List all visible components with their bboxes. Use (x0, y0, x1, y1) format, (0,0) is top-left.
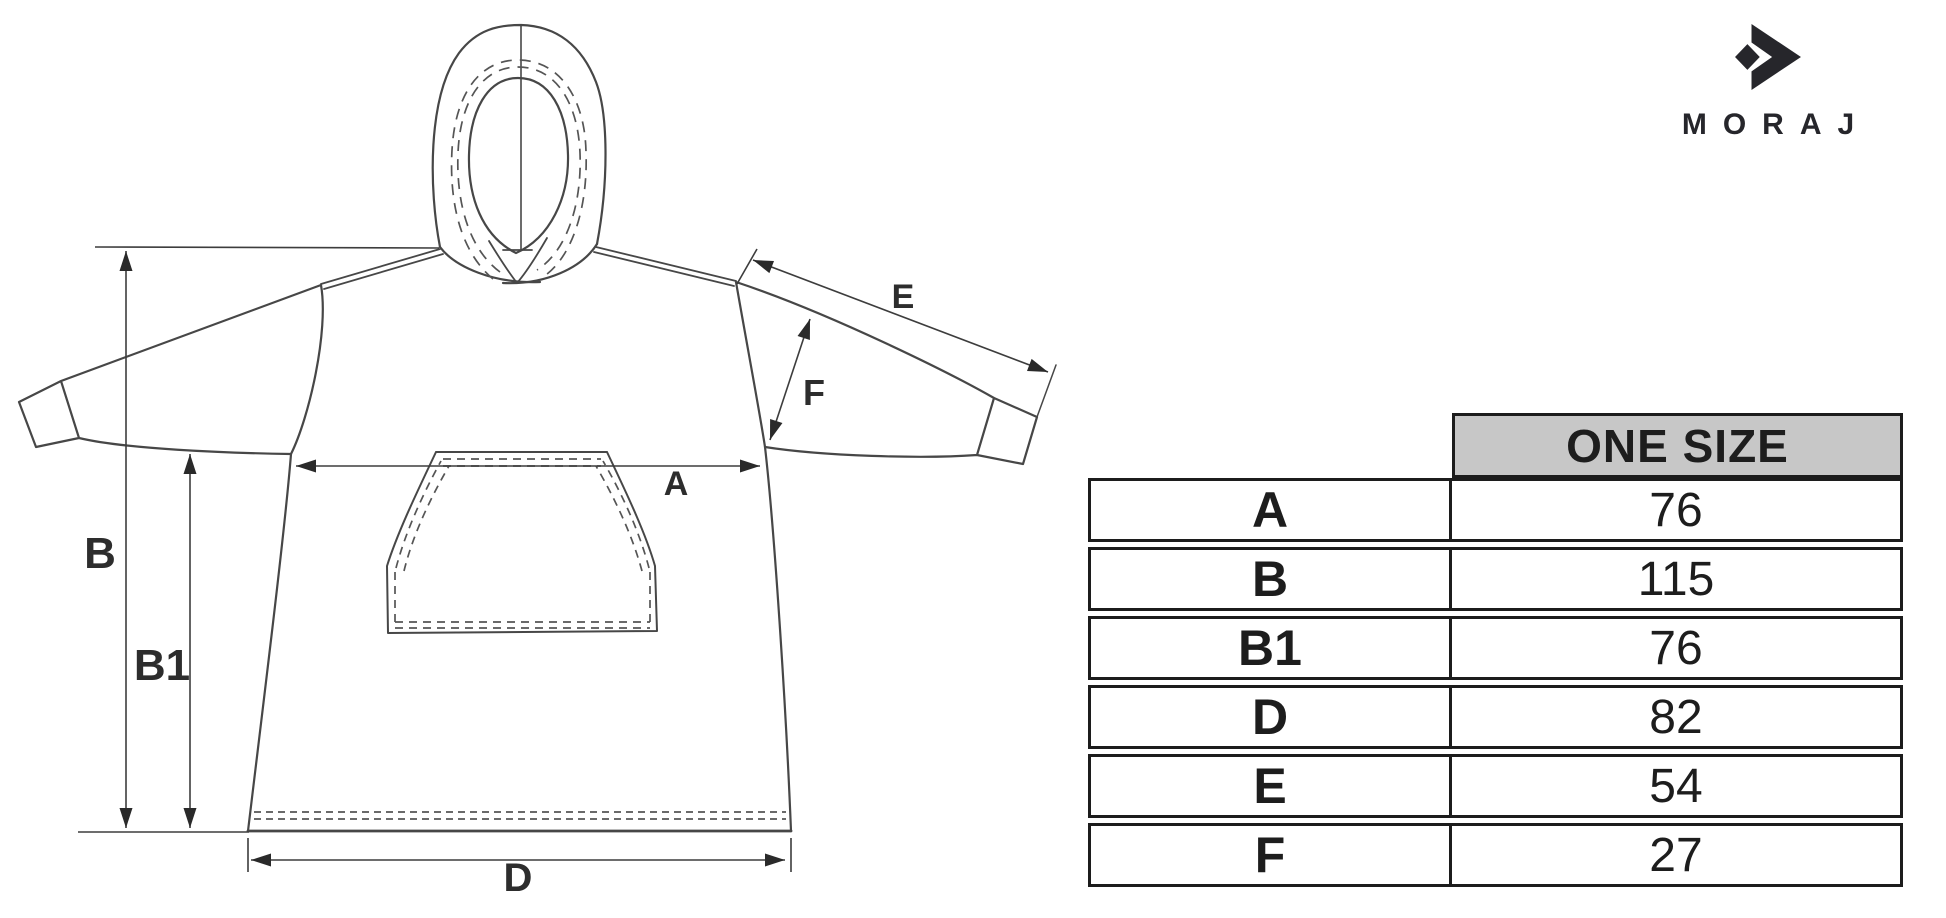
dim-line-F (769, 318, 811, 441)
row-value: 76 (1649, 483, 1703, 537)
table-row: E 54 (1088, 754, 1903, 818)
row-label: A (1091, 481, 1452, 539)
logo-diamond (1735, 44, 1760, 70)
hem-stitch (254, 811, 786, 820)
table-row: A 76 (1088, 478, 1903, 542)
hood-drawstring-stitch (450, 59, 587, 280)
reference-lines (78, 246, 792, 872)
neckline-right (501, 242, 599, 285)
dim-label-F: F (803, 372, 825, 413)
stitch-lines (254, 59, 786, 820)
row-label: B (1091, 550, 1452, 608)
table-row: B 115 (1088, 547, 1903, 611)
hoodie-outline (17, 23, 1057, 833)
dimension-lines (78, 246, 1049, 872)
table-row: B1 76 (1088, 616, 1903, 680)
body-sides (246, 445, 793, 833)
right-cuff-extension (1036, 364, 1057, 418)
hood-face-opening (467, 76, 570, 255)
table-row: D 82 (1088, 685, 1903, 749)
kangaroo-pocket (386, 451, 658, 634)
row-label: E (1091, 757, 1452, 815)
hood-v-neck (488, 237, 548, 284)
row-value: 54 (1649, 759, 1703, 813)
dim-label-B1: B1 (134, 641, 190, 690)
size-table: ONE SIZE A 76 B 115 B1 76 D 82 E 54 F 27 (1088, 413, 1903, 887)
hoodie-measurement-diagram: A B B1 D E F (17, 23, 1057, 900)
row-value: 82 (1649, 690, 1703, 744)
row-label: F (1091, 826, 1452, 884)
hood-outer (431, 23, 607, 249)
left-sleeve (17, 283, 324, 456)
dim-label-B: B (84, 529, 116, 578)
row-value: 27 (1649, 828, 1703, 882)
brand-logo: MORAJ (1650, 24, 1886, 142)
size-table-header: ONE SIZE (1452, 413, 1903, 478)
row-value: 115 (1637, 552, 1715, 606)
row-label: B1 (1091, 619, 1452, 677)
row-label: D (1091, 688, 1452, 746)
dim-label-A: A (664, 465, 689, 503)
shoulder-seams (320, 246, 737, 290)
size-table-header-spacer (1088, 413, 1452, 478)
size-table-header-row: ONE SIZE (1088, 413, 1903, 478)
logo-chevron (1751, 24, 1801, 90)
dim-label-E: E (892, 278, 915, 316)
brand-name: MORAJ (1681, 108, 1871, 141)
right-sleeve (734, 280, 1039, 466)
pocket-stitch (394, 458, 651, 629)
moraj-arrow-diamond-icon (1735, 24, 1801, 90)
row-value: 76 (1649, 621, 1703, 675)
dim-line-E (752, 259, 1049, 373)
table-row: F 27 (1088, 823, 1903, 887)
dim-label-D: D (504, 856, 533, 900)
